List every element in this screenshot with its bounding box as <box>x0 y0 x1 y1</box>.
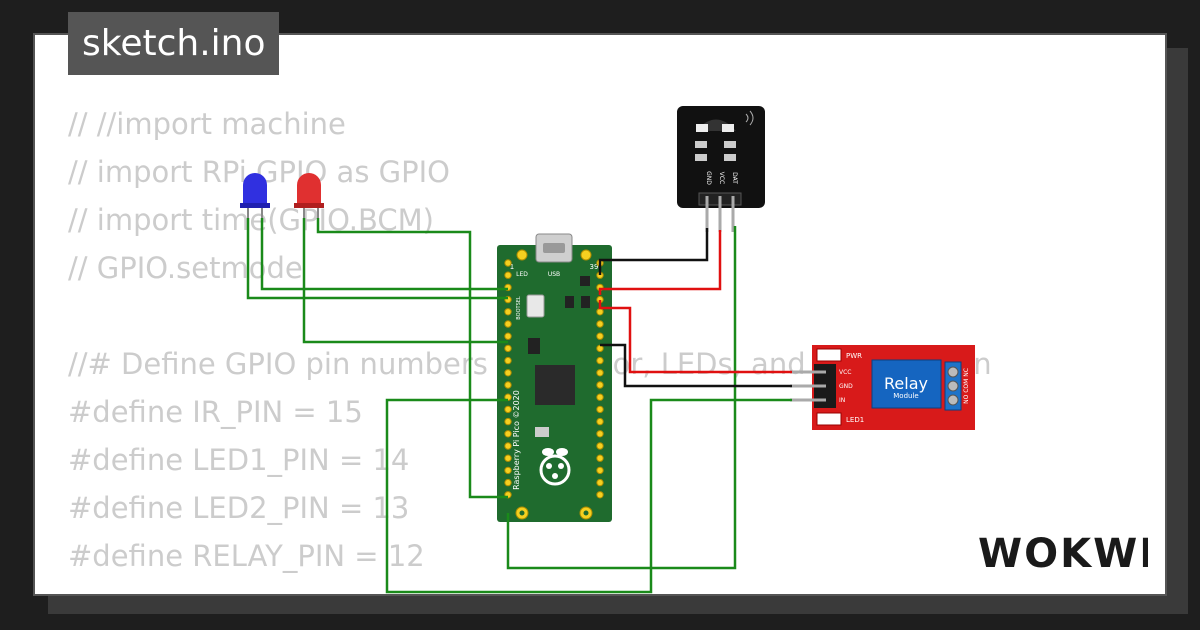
wire-blue-led-signal[interactable] <box>260 218 508 291</box>
relay-subtitle: Module <box>893 392 918 400</box>
pico-pin[interactable] <box>504 381 512 389</box>
pico-pin[interactable] <box>596 381 604 389</box>
pico-pin[interactable] <box>504 405 512 414</box>
wire-relay-vcc[interactable] <box>598 300 792 374</box>
wire-ir-gnd[interactable] <box>598 228 709 275</box>
wokwi-logo: WOKWI <box>978 531 1148 575</box>
pico-pin[interactable] <box>596 454 604 462</box>
pico-pin[interactable] <box>596 491 604 499</box>
pico-pin[interactable] <box>504 454 512 462</box>
relay-led1-label: LED1 <box>846 416 864 424</box>
ir-pin-dat-label: DAT <box>731 172 738 184</box>
raspberry-icon <box>539 448 571 486</box>
pico-pin[interactable] <box>596 308 604 316</box>
wire-red-led-gnd[interactable] <box>302 218 508 344</box>
pico-pin[interactable] <box>504 417 512 426</box>
bootsel-button[interactable] <box>526 294 545 318</box>
code-line: // //import machine <box>68 107 346 141</box>
pico-pin[interactable] <box>596 466 604 475</box>
relay-terminal-com[interactable] <box>947 380 959 392</box>
wires <box>246 218 792 594</box>
pin39-label: 39 <box>590 263 599 271</box>
pico-pin[interactable] <box>504 356 512 365</box>
pico-pin[interactable] <box>596 320 604 328</box>
wokwi-logo-text: WOKWI <box>978 531 1148 575</box>
pico-pin[interactable] <box>504 344 512 353</box>
pico-pin[interactable] <box>596 332 604 340</box>
pico-pin[interactable] <box>596 405 604 414</box>
pico-pin[interactable] <box>596 393 604 401</box>
ir-sensor-module[interactable]: GND VCC DAT <box>677 106 765 232</box>
signal-icon <box>745 110 754 126</box>
wire-ir-dat[interactable] <box>506 226 737 570</box>
code-line: #define IR_PIN = 15 <box>68 395 363 429</box>
relay-pwr-label: PWR <box>846 352 862 360</box>
wire-ir-vcc[interactable] <box>598 230 722 295</box>
pico-pin[interactable] <box>596 417 604 426</box>
pin1-label: 1 <box>510 263 514 271</box>
pico-pin[interactable] <box>504 442 512 450</box>
led-label: LED <box>516 271 528 278</box>
relay-gnd-label: GND <box>839 383 853 390</box>
relay-title: Relay <box>884 374 928 393</box>
pico-pin[interactable] <box>596 478 604 487</box>
pico-pin[interactable] <box>504 332 512 340</box>
code-line: // GPIO.setmode <box>68 251 303 285</box>
bootsel-label: BOOTSEL <box>516 296 522 320</box>
blue-led[interactable] <box>240 173 270 230</box>
pico-pin[interactable] <box>596 430 604 438</box>
red-led-body <box>297 173 321 205</box>
pico-pin[interactable] <box>504 320 512 328</box>
wire-relay-gnd[interactable] <box>600 343 792 388</box>
relay-coil <box>871 359 942 409</box>
relay-module[interactable]: PWR LED1 VCC GND IN Relay Module NO COM … <box>790 345 975 430</box>
relay-vcc-label: VCC <box>839 369 851 376</box>
code-line: #define LED1_PIN = 14 <box>68 443 410 477</box>
wire-relay-in[interactable] <box>385 398 792 594</box>
file-tab[interactable]: sketch.ino <box>68 12 280 75</box>
code-line: #define RELAY_PIN = 12 <box>68 539 425 573</box>
pico-pin[interactable] <box>596 442 604 450</box>
pico-pin[interactable] <box>596 356 604 365</box>
relay-terminal-nc[interactable] <box>947 394 959 406</box>
relay-terminal-no[interactable] <box>947 366 959 378</box>
wire-red-led-signal[interactable] <box>316 218 508 499</box>
pico-pin[interactable] <box>504 478 512 487</box>
relay-contacts-label: NO COM NC <box>963 368 970 404</box>
blue-led-body <box>243 173 267 205</box>
code-line: #define LED2_PIN = 13 <box>68 491 410 525</box>
pico-pin[interactable] <box>504 271 512 279</box>
pico-pins-left[interactable] <box>504 259 512 499</box>
usb-label: USB <box>548 271 560 278</box>
pico-pin[interactable] <box>504 308 512 316</box>
pico-pin[interactable] <box>504 466 512 475</box>
pico-pin[interactable] <box>504 430 512 438</box>
pico-board[interactable]: USB LED 1 39 BOOTSEL Raspberry Pi Pico ©… <box>497 233 612 522</box>
wire-blue-led-gnd[interactable] <box>246 218 508 300</box>
red-led[interactable] <box>294 173 324 230</box>
ir-pin-vcc-label: VCC <box>718 172 725 184</box>
pico-pin[interactable] <box>504 259 512 267</box>
ir-pin-gnd-label: GND <box>705 171 712 185</box>
relay-in-label: IN <box>839 397 845 404</box>
pico-board-label: Raspberry Pi Pico ©2020 <box>512 390 521 490</box>
rp2040-chip <box>535 365 575 405</box>
pico-pin[interactable] <box>596 369 604 377</box>
pico-pin[interactable] <box>504 369 512 377</box>
